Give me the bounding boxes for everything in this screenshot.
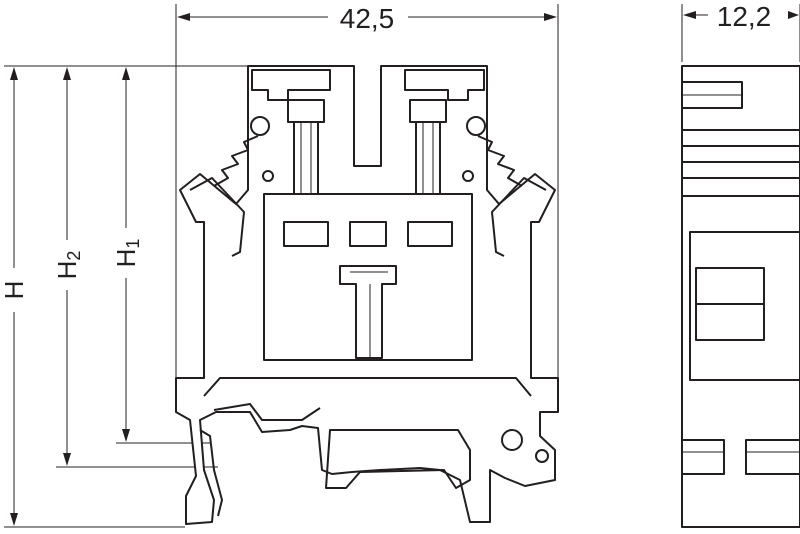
- rail-hole-small: [535, 449, 549, 463]
- base-step: [213, 403, 321, 421]
- left-latch: [189, 177, 245, 257]
- side-view: [681, 65, 800, 528]
- label-window-center: [349, 221, 387, 247]
- width-label: 42,5: [340, 3, 395, 34]
- side-bottom-slot-right: [745, 439, 800, 475]
- side-bottom-slot-left: [681, 439, 725, 475]
- label-window-right: [407, 221, 453, 247]
- right-clamp-top: [404, 69, 485, 101]
- width-dimension: 42,5: [177, 3, 557, 34]
- h2-subscript: 2: [64, 251, 84, 261]
- label-window-left: [283, 221, 329, 247]
- h2-dimension: H2: [52, 67, 84, 466]
- right-latch: [491, 177, 547, 257]
- left-small-hole: [262, 170, 274, 182]
- right-spring: [477, 135, 523, 187]
- extension-lines: [4, 4, 800, 528]
- height-dimension: H: [0, 67, 29, 526]
- rail-hole-large: [501, 429, 523, 451]
- side-outline: [681, 65, 800, 528]
- h2-label: H2: [52, 251, 84, 280]
- h1-dimension: H1: [111, 67, 143, 442]
- housing-outline: [175, 65, 559, 525]
- h1-subscript: 1: [123, 239, 143, 249]
- h2-main: H: [52, 261, 82, 280]
- rail-clip: [325, 429, 471, 489]
- right-small-hole: [462, 170, 474, 182]
- right-test-hole: [466, 116, 486, 136]
- bridge-slot: [339, 265, 397, 359]
- left-test-hole: [250, 116, 270, 136]
- left-foot: [199, 429, 223, 517]
- h1-main: H: [111, 249, 141, 268]
- side-window-frame: [689, 231, 800, 381]
- center-body: [263, 193, 473, 361]
- depth-label: 12,2: [717, 1, 772, 32]
- left-spring: [213, 135, 259, 187]
- height-label: H: [0, 281, 29, 300]
- front-view: [175, 65, 559, 525]
- h1-label: H1: [111, 239, 143, 268]
- depth-dimension: 12,2: [683, 1, 799, 32]
- base-ledge: [203, 377, 532, 397]
